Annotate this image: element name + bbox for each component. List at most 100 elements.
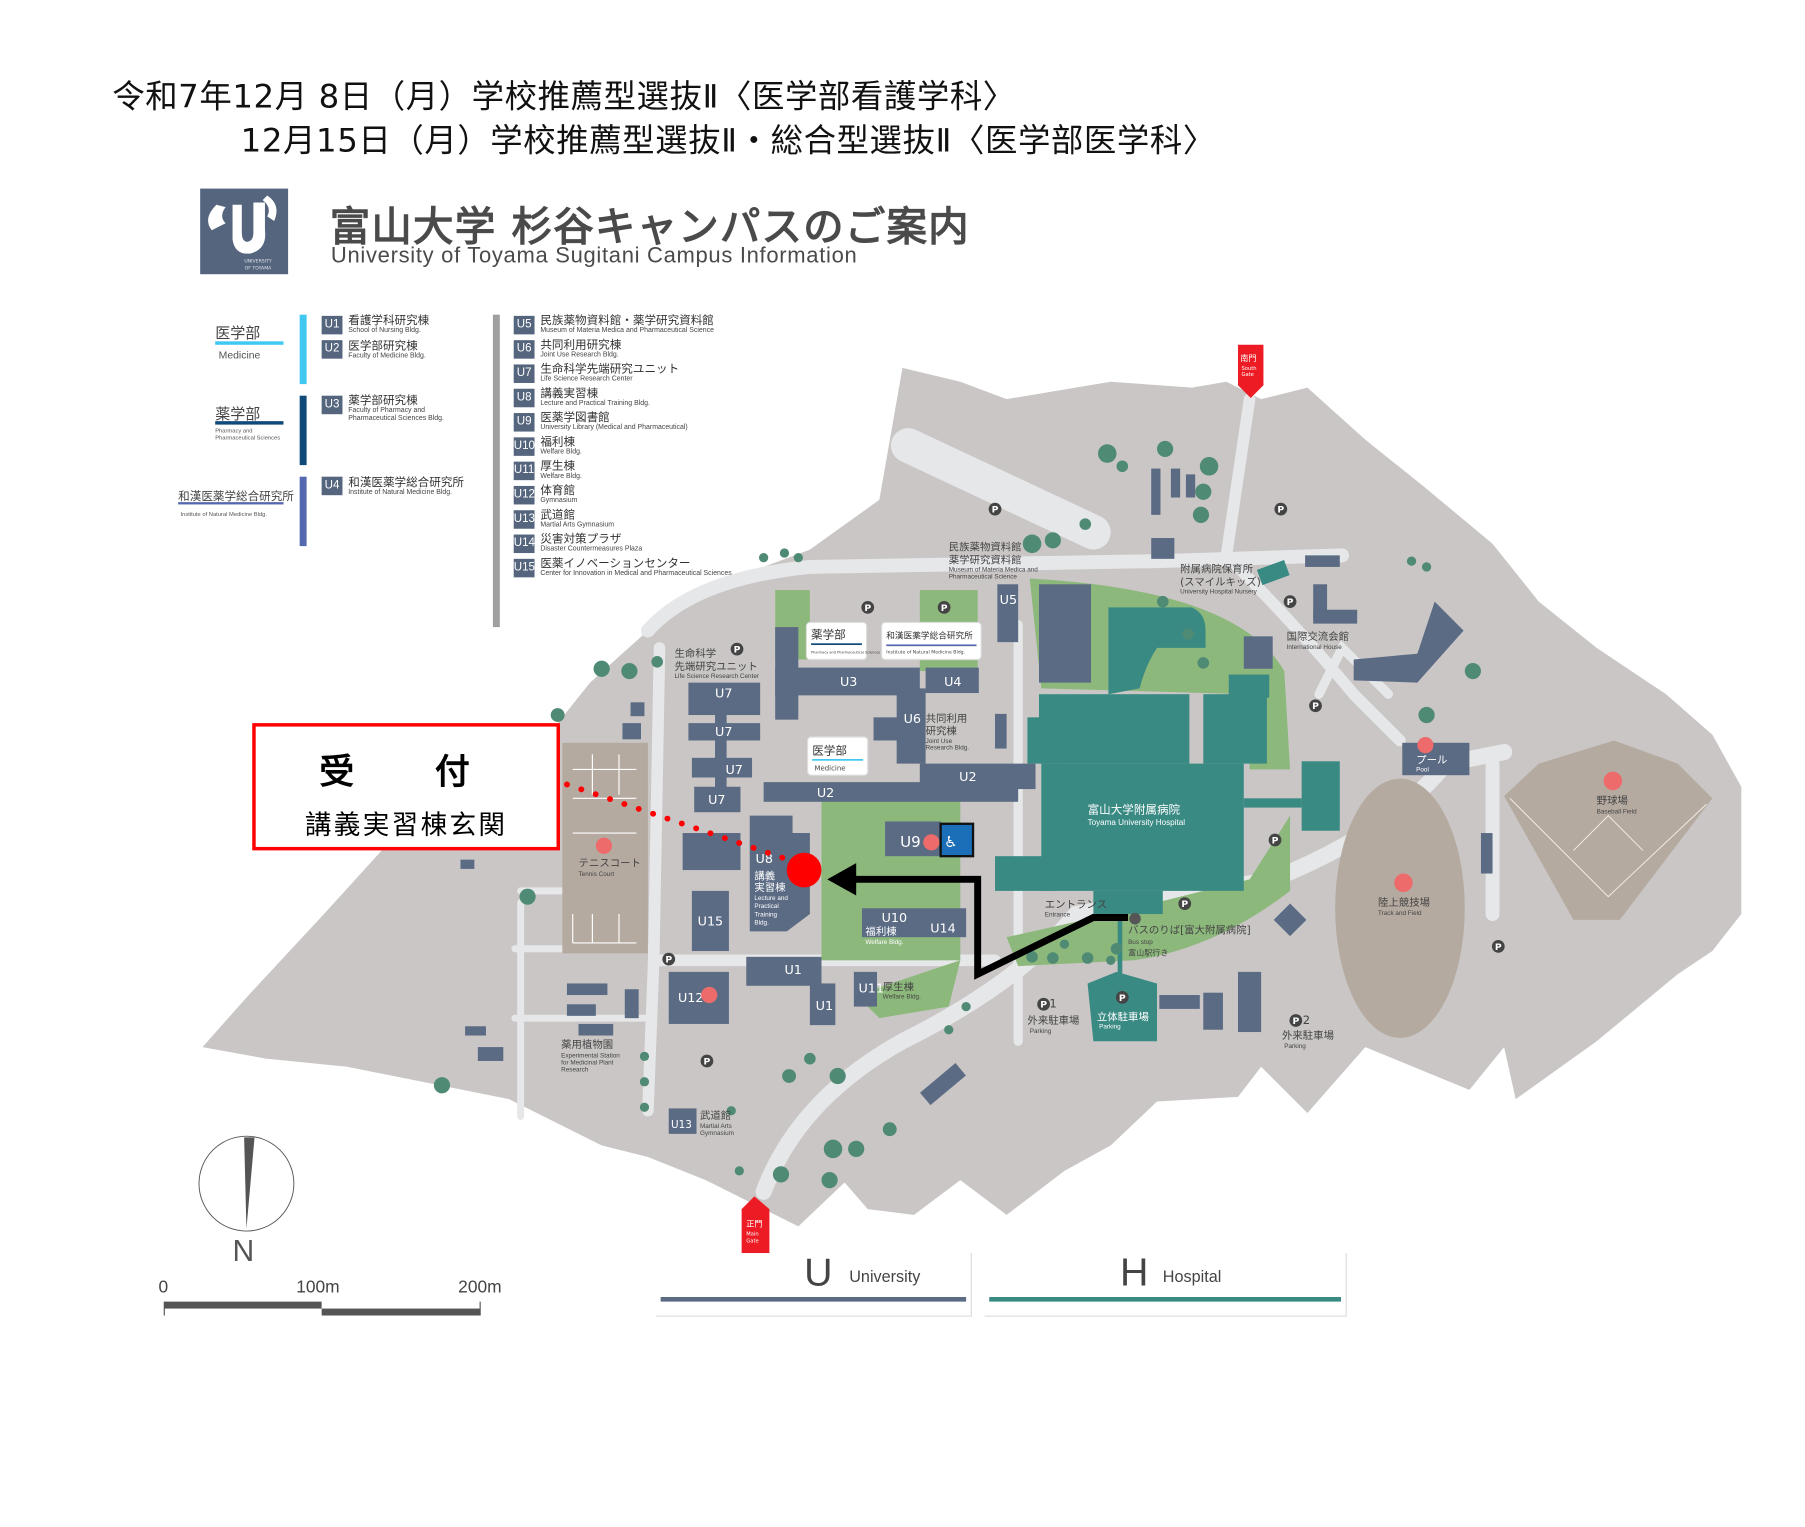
tree-icon	[1157, 440, 1174, 458]
pool-icon	[1417, 737, 1434, 754]
parking-icon: P	[700, 1054, 714, 1067]
label-bus-destination: 富山駅行き	[1128, 948, 1168, 958]
building-jp: 体育館	[540, 484, 576, 498]
south-gate-en2: Gate	[1241, 372, 1253, 378]
medicine-bar	[299, 314, 307, 385]
sign-pharmacy: 薬学部 Pharmacy and Pharmaceutical Sciences	[805, 621, 880, 661]
svg-text:P: P	[864, 603, 871, 614]
tree-icon	[1047, 952, 1059, 964]
badge-u12: U12	[513, 485, 535, 505]
badge-u14: U14	[513, 534, 535, 554]
legend-university-bar	[660, 1296, 967, 1302]
tree-icon	[1044, 532, 1061, 549]
map-u3: U3	[840, 674, 857, 689]
south-gate-en1: South	[1241, 366, 1256, 372]
building-en: Lecture and Practical Training Bldg.	[540, 400, 650, 408]
parking-icon: P	[1289, 1014, 1303, 1027]
faculty-pharmacy-line	[215, 421, 284, 425]
sign-pharmacy-jp: 薬学部	[811, 628, 846, 642]
parking-icon: P	[937, 601, 951, 614]
label-hospital-en: Toyama University Hospital	[1088, 818, 1186, 827]
tree-icon	[782, 1069, 797, 1083]
gym-icon	[701, 986, 718, 1004]
tree-icon	[1081, 952, 1094, 964]
tree-icon	[804, 1052, 816, 1065]
label-lecture-en2: Practical	[754, 903, 778, 910]
legend-hospital-letter: H	[1119, 1250, 1149, 1295]
map-u5: U5	[1000, 592, 1017, 607]
svg-text:P: P	[1287, 597, 1294, 608]
svg-text:P: P	[1272, 835, 1279, 846]
label-nursery-en: University Hospital Nursery	[1180, 589, 1258, 596]
label-p2-number: 2	[1303, 1013, 1310, 1027]
tree-icon	[433, 1077, 451, 1094]
label-parking-p1: 外来駐車場	[1027, 1014, 1079, 1027]
map-u1-a: U1	[784, 962, 801, 977]
scale-tick-200: 200m	[458, 1277, 502, 1297]
faculty-natural-medicine-jp: 和漢医薬学総合研究所	[178, 490, 294, 504]
building-en: Gymnasium	[540, 497, 578, 505]
parking-icon: P	[1178, 897, 1192, 910]
tennis-icon	[595, 837, 613, 854]
label-joint-use-2: 研究棟	[926, 725, 958, 738]
building-u4-en: Institute of Natural Medicine Bldg.	[348, 489, 453, 497]
tree-icon	[1116, 460, 1129, 473]
legend-university: U University	[656, 1251, 972, 1317]
tree-icon	[1106, 955, 1116, 965]
campus-title-en: University of Toyama Sugitani Campus Inf…	[330, 244, 858, 269]
svg-text:P: P	[1181, 899, 1188, 910]
scale-bar	[163, 1301, 481, 1316]
main-gate-en2: Gate	[746, 1239, 758, 1245]
label-welfare-u10: 福利棟	[865, 925, 897, 938]
map-u14: U14	[930, 921, 956, 936]
parking-icon: P	[861, 601, 875, 614]
exam-schedule-line-1: 令和7年12月 8日（月）学校推薦型選抜Ⅱ〈医学部看護学科〉	[112, 77, 1016, 116]
building-u4-jp: 和漢医薬学総合研究所	[348, 476, 464, 490]
svg-text:P: P	[992, 505, 999, 516]
label-hospital: 富山大学附属病院	[1088, 802, 1181, 816]
label-life-science-1: 生命科学	[675, 647, 717, 660]
building-u1-en: School of Nursing Bldg.	[348, 327, 421, 335]
label-martial-arts: 武道館	[700, 1109, 731, 1122]
legend-university-word: University	[849, 1266, 921, 1286]
tree-icon	[550, 708, 565, 722]
map-u10: U10	[882, 910, 907, 925]
label-baseball: 野球場	[1597, 794, 1628, 807]
tree-icon	[734, 1166, 744, 1176]
svg-text:P: P	[665, 955, 672, 966]
map-u9: U9	[900, 833, 921, 851]
building-en: University Library (Medical and Pharmace…	[540, 424, 688, 432]
legend-hospital-word: Hospital	[1162, 1266, 1222, 1286]
building-u3-jp: 薬学部研究棟	[348, 394, 418, 408]
hospital-buildings	[995, 559, 1340, 1042]
badge-u5: U5	[513, 315, 535, 335]
building-en: Welfare Bldg.	[540, 473, 582, 481]
parking-icon: P	[1491, 940, 1505, 953]
label-martial-arts-en1: Martial Arts	[700, 1123, 732, 1130]
trees	[433, 440, 1481, 1189]
label-herb-garden: 薬用植物園	[561, 1038, 613, 1051]
reception-callout: 受 付 講義実習棟玄関	[252, 723, 560, 851]
baseball-lines	[1509, 798, 1707, 898]
tree-icon	[639, 1051, 650, 1061]
sign-natural-medicine: 和漢医薬学総合研究所 Institute of Natural Medicine…	[881, 621, 982, 661]
tree-icon	[651, 656, 663, 668]
south-gate-jp: 南門	[1240, 353, 1256, 363]
map-u6: U6	[904, 711, 921, 726]
tree-icon	[1110, 942, 1123, 955]
label-parking-garage-en: Parking	[1099, 1024, 1121, 1031]
tree-icon	[621, 662, 638, 680]
faculty-natural-medicine-en: Institute of Natural Medicine Bldg.	[180, 511, 267, 519]
badge-u10: U10	[513, 437, 535, 456]
label-herb-garden-en2: for Medicinal Plant	[561, 1059, 614, 1066]
label-international-house-en: International House	[1287, 644, 1343, 651]
tree-icon	[823, 1139, 843, 1159]
label-lecture-en1: Lecture and	[754, 895, 788, 902]
label-bus-stop: バスのりば[富大附属病院]	[1128, 924, 1251, 937]
building-jp: 講義実習棟	[540, 387, 599, 401]
route-arrowhead-icon	[827, 863, 857, 896]
